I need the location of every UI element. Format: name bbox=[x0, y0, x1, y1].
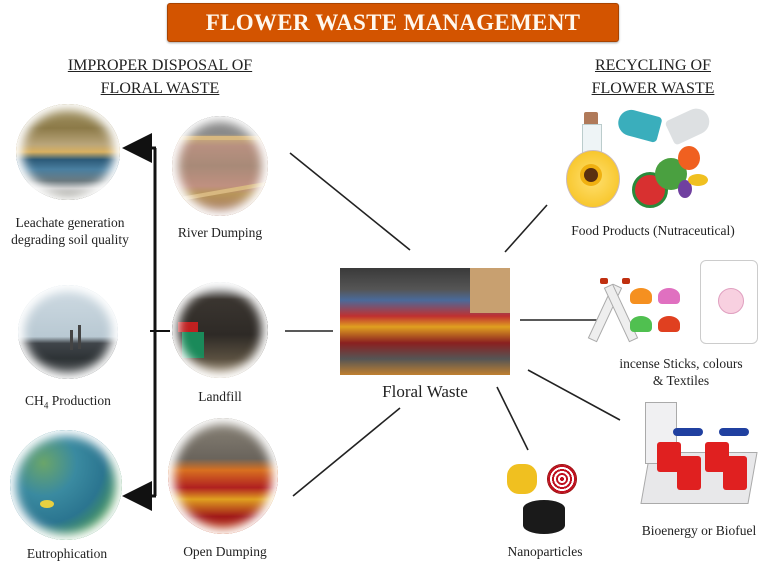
landfill-label: Landfill bbox=[198, 389, 242, 404]
improper-heading-line1: IMPROPER DISPOSAL OF bbox=[67, 57, 253, 74]
line-center-to-bioenergy bbox=[527, 369, 621, 421]
line-center-to-nano bbox=[496, 386, 529, 451]
leachate-label: Leachate generation degrading soil quali… bbox=[0, 214, 140, 248]
line-center-to-open bbox=[292, 407, 401, 497]
river-dumping-photo bbox=[172, 116, 268, 216]
bioenergy-label: Bioenergy or Biofuel bbox=[641, 523, 757, 538]
open-dumping-photo bbox=[168, 418, 278, 534]
title-banner: FLOWER WASTE MANAGEMENT bbox=[167, 3, 619, 42]
incense-label-line2: & Textiles bbox=[652, 373, 710, 388]
recycling-heading-line1: RECYCLING OF bbox=[594, 57, 711, 74]
methane-label: CH4 Production bbox=[0, 392, 136, 415]
improper-disposal-heading: IMPROPER DISPOSAL OF FLORAL WASTE bbox=[40, 54, 280, 100]
nanoparticles-icon bbox=[505, 460, 585, 540]
river-dumping-label: River Dumping bbox=[177, 225, 263, 240]
nanoparticles-label: Nanoparticles bbox=[507, 544, 583, 559]
bioreactor-icon bbox=[640, 392, 758, 506]
leachate-label-line1: Leachate generation bbox=[15, 215, 125, 230]
leachate-photo bbox=[16, 104, 120, 200]
landfill-photo bbox=[172, 282, 268, 378]
oil-capsule-vegetables-icon bbox=[560, 104, 720, 218]
line-center-to-food bbox=[504, 204, 548, 253]
floral-waste-photo bbox=[340, 268, 510, 375]
improper-heading-line2: FLORAL WASTE bbox=[100, 80, 220, 97]
food-products-label: Food Products (Nutraceutical) bbox=[571, 223, 735, 238]
incense-label-line1: incense Sticks, colours bbox=[619, 356, 743, 371]
floral-waste-label: Floral Waste bbox=[382, 382, 468, 401]
methane-label-prefix: CH bbox=[25, 393, 44, 408]
methane-plant-photo bbox=[18, 285, 118, 379]
line-center-to-river bbox=[289, 152, 411, 251]
open-dumping-label: Open Dumping bbox=[183, 544, 267, 559]
methane-label-sub: 4 bbox=[43, 400, 49, 411]
eutrophication-photo bbox=[10, 430, 122, 540]
recycling-heading: RECYCLING OF FLOWER WASTE bbox=[548, 54, 758, 100]
incense-colours-tshirt-icon bbox=[560, 258, 760, 344]
title-text: FLOWER WASTE MANAGEMENT bbox=[205, 9, 581, 35]
incense-label: incense Sticks, colours & Textiles bbox=[596, 355, 766, 389]
eutrophication-label: Eutrophication bbox=[26, 546, 108, 561]
methane-label-suffix: Production bbox=[48, 393, 111, 408]
recycling-heading-line2: FLOWER WASTE bbox=[591, 80, 715, 97]
leachate-label-line2: degrading soil quality bbox=[11, 232, 129, 247]
